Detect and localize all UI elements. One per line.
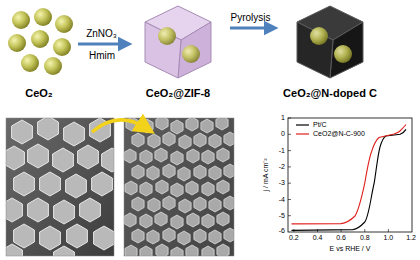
ceo2-particles: CeO₂ — [2, 6, 76, 100]
zif8-crystal: CeO₂@ZIF-8 — [128, 2, 228, 100]
polarization-chart — [288, 118, 412, 232]
sem-image — [124, 118, 234, 256]
tick-label: -3 — [279, 179, 285, 187]
tick-label: -4 — [279, 196, 285, 204]
reaction-step: Pyrolysis — [230, 12, 270, 24]
transition-arrow — [92, 120, 146, 132]
reaction-step: ZnNO₃ — [86, 28, 117, 40]
tick-label: -2 — [279, 163, 285, 171]
legend-entry: Pt/C — [296, 121, 327, 129]
tick-label: -5 — [279, 212, 285, 220]
tick-label: 0.4 — [313, 234, 323, 242]
tick-label: -6 — [279, 227, 285, 235]
sample-name: CeO₂@ZIF-8 — [128, 87, 228, 100]
tick-label: 1.0 — [384, 234, 394, 242]
sample-name: CeO₂@N-doped C — [274, 87, 386, 100]
reaction-arrow — [78, 43, 125, 46]
tick-label: 0.6 — [336, 234, 346, 242]
ceo2-curve — [292, 125, 407, 224]
sem-image — [6, 118, 114, 256]
reagent: Hmim — [89, 50, 115, 61]
tick-label: 1.2 — [406, 234, 416, 242]
tick-label: -1 — [279, 147, 285, 155]
legend-text: Pt/C — [313, 121, 327, 129]
carbon-crystal: CeO₂@N-doped C — [274, 2, 386, 100]
sample-name: CeO₂ — [2, 87, 76, 100]
axis-title: j / mA cm⁻² — [262, 158, 270, 191]
tick-label: 0 — [281, 130, 285, 138]
particle-illustration — [3, 6, 75, 78]
legend-entry: CeO2@N-C-900 — [296, 130, 365, 138]
legend-line — [296, 122, 310, 128]
tick-label: 0.8 — [360, 234, 370, 242]
legend-text: CeO2@N-C-900 — [313, 130, 365, 138]
reaction-arrow — [230, 27, 271, 30]
tick-label: 1 — [281, 114, 285, 122]
axis-title: E vs RHE / V — [330, 245, 371, 253]
pt-c-curve — [292, 129, 407, 230]
tick-label: 0.2 — [289, 234, 299, 242]
particle-illustration — [283, 2, 377, 82]
legend-line — [296, 131, 310, 137]
particle-illustration — [131, 2, 225, 82]
